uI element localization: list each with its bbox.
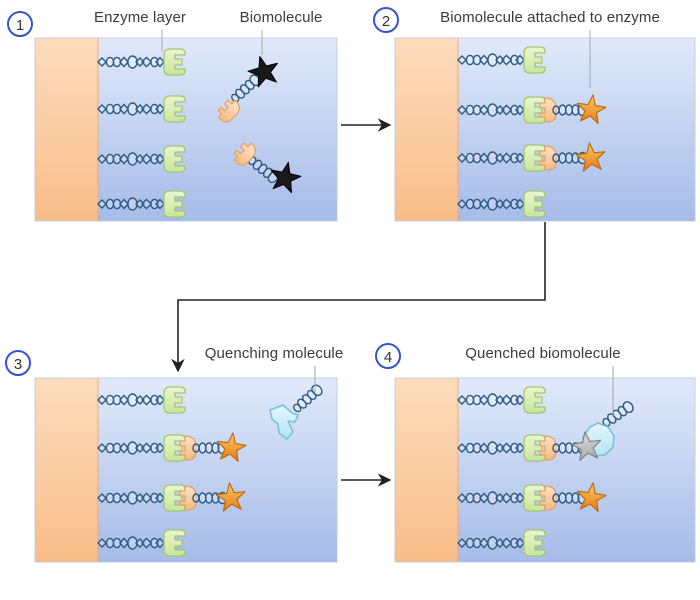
substrate-strip	[35, 38, 98, 221]
enzyme-icon	[523, 190, 546, 218]
enzyme-icon	[523, 96, 546, 124]
enzyme-tether-icon	[457, 536, 525, 550]
label-biomolecule-attached: Biomolecule attached to enzyme	[440, 9, 660, 26]
solution-area	[458, 378, 695, 562]
substrate-strip	[395, 378, 458, 562]
enzyme-icon	[163, 95, 186, 123]
enzyme-tether-icon	[457, 197, 525, 211]
step-2-panel	[394, 37, 696, 222]
substrate-strip	[35, 378, 98, 562]
label-biomolecule: Biomolecule	[239, 9, 323, 26]
panel-border	[34, 377, 338, 563]
enzyme-icon	[523, 434, 546, 462]
step-3-panel	[34, 377, 338, 563]
enzyme-icon	[523, 529, 546, 557]
step-4-badge: 4	[375, 343, 401, 369]
enzyme-icon	[163, 145, 186, 173]
label-quenching-molecule: Quenching molecule	[204, 345, 344, 362]
enzyme-tether-icon	[457, 441, 525, 455]
enzyme-tether-icon	[97, 441, 165, 455]
enzyme-icon	[163, 529, 186, 557]
step-4-panel	[394, 377, 696, 563]
enzyme-icon	[163, 190, 186, 218]
enzyme-icon	[163, 48, 186, 76]
panel-border	[34, 37, 338, 222]
enzyme-tether-icon	[97, 102, 165, 116]
solution-area	[98, 38, 337, 221]
enzyme-tether-icon	[457, 103, 525, 117]
enzyme-tether-icon	[97, 491, 165, 505]
label-enzyme-layer: Enzyme layer	[93, 9, 187, 26]
step-3-badge: 3	[5, 350, 31, 376]
panel-border	[394, 377, 696, 563]
label-quenched-biomolecule: Quenched biomolecule	[465, 345, 621, 362]
enzyme-icon	[523, 144, 546, 172]
enzyme-tether-icon	[457, 393, 525, 407]
enzyme-tether-icon	[457, 491, 525, 505]
step-2-badge: 2	[373, 7, 399, 33]
substrate-strip	[395, 38, 458, 221]
panel-border	[394, 37, 696, 222]
arrow-step2-to-step3	[171, 222, 546, 373]
enzyme-icon	[523, 46, 546, 74]
enzyme-tether-icon	[97, 393, 165, 407]
solution-area	[458, 38, 695, 221]
enzyme-tether-icon	[457, 53, 525, 67]
enzyme-icon	[163, 386, 186, 414]
enzyme-tether-icon	[97, 55, 165, 69]
enzyme-tether-icon	[97, 152, 165, 166]
step-1-badge: 1	[7, 11, 33, 37]
enzyme-icon	[523, 386, 546, 414]
enzyme-tether-icon	[97, 197, 165, 211]
enzyme-tether-icon	[457, 151, 525, 165]
enzyme-icon	[163, 434, 186, 462]
enzyme-tether-icon	[97, 536, 165, 550]
step-1-panel	[34, 37, 338, 222]
enzyme-icon	[163, 484, 186, 512]
enzyme-icon	[523, 484, 546, 512]
